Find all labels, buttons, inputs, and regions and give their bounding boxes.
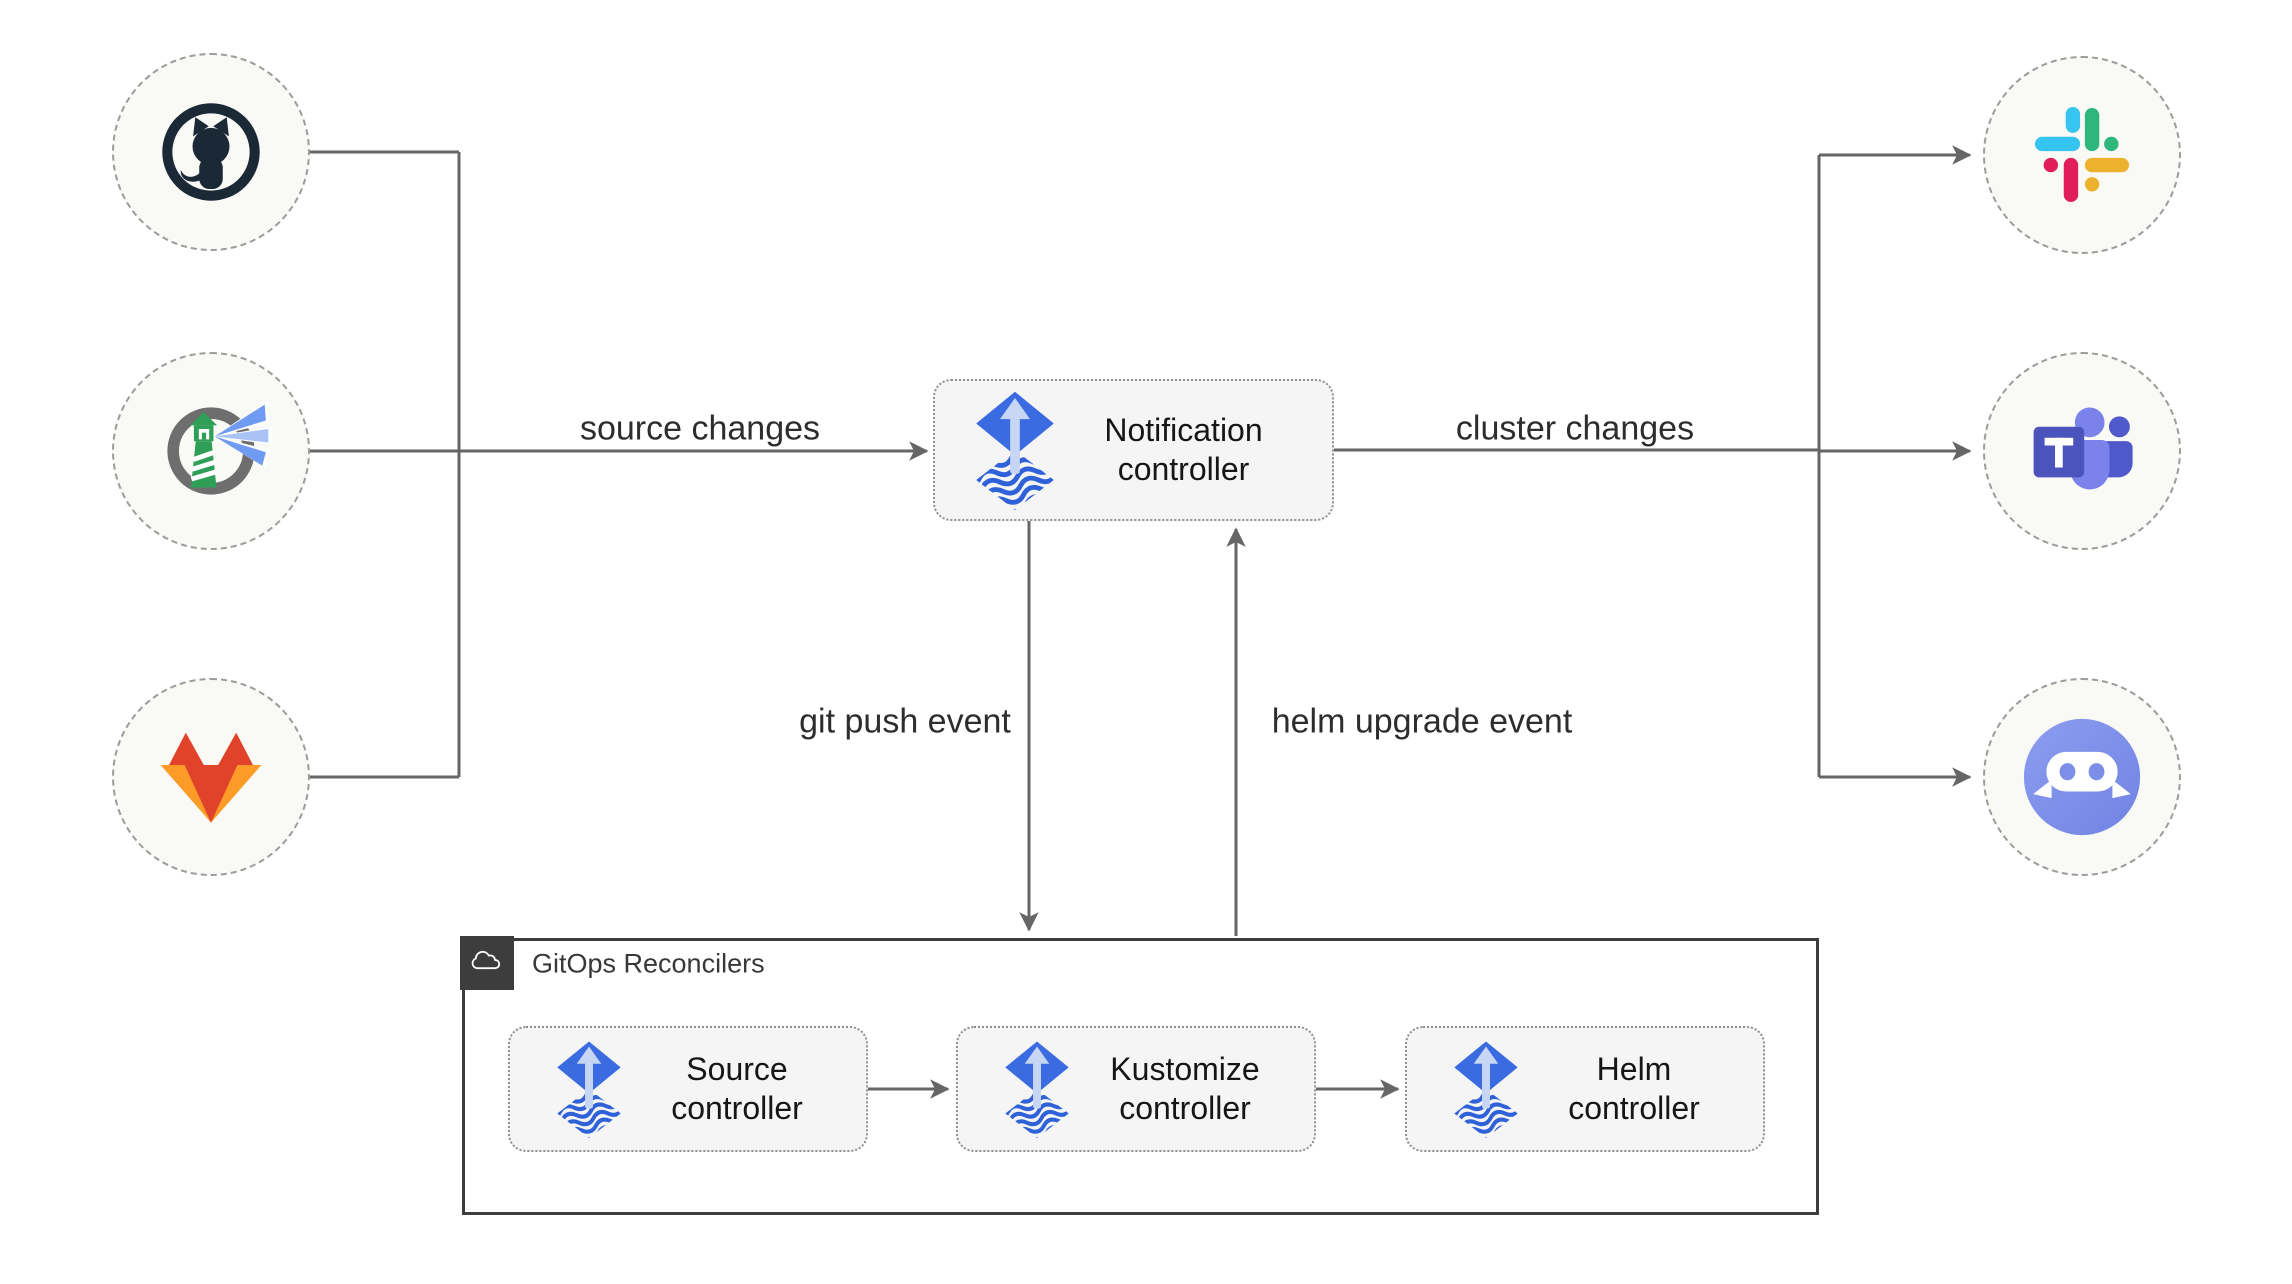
- cloud-icon: [469, 948, 505, 979]
- node-source-controller: Source controller: [508, 1026, 868, 1152]
- helm-controller-label: Helm controller: [1568, 1050, 1700, 1126]
- edge-label-helm-upgrade-event: helm upgrade event: [1271, 702, 1573, 741]
- gitops-reconcilers-group: [462, 938, 1819, 1215]
- node-teams: [1983, 352, 2181, 550]
- node-helm-controller: Helm controller: [1405, 1026, 1765, 1152]
- edge-label-source-changes: source changes: [579, 409, 821, 448]
- flux-icon: [1000, 1040, 1074, 1138]
- node-harbor: [112, 352, 310, 550]
- node-gitlab: [112, 678, 310, 876]
- gitops-reconcilers-label: GitOps Reconcilers: [532, 948, 765, 979]
- teams-icon: [2027, 396, 2137, 506]
- gitops-reconcilers-badge: [460, 936, 514, 990]
- node-kustomize-controller: Kustomize controller: [956, 1026, 1316, 1152]
- flux-icon: [969, 390, 1061, 510]
- discord-icon: [2016, 711, 2148, 843]
- gitlab-icon: [151, 717, 271, 837]
- flux-icon: [1449, 1040, 1523, 1138]
- edge-label-cluster-changes: cluster changes: [1455, 409, 1695, 448]
- edge-label-git-push-event: git push event: [799, 702, 1011, 741]
- flux-icon: [552, 1040, 626, 1138]
- harbor-icon: [150, 390, 272, 512]
- kustomize-controller-label: Kustomize controller: [1110, 1050, 1260, 1126]
- source-controller-label: Source controller: [671, 1050, 803, 1126]
- node-notification-controller: Notification controller: [933, 379, 1334, 521]
- slack-icon: [2034, 107, 2130, 203]
- notification-controller-label: Notification controller: [1104, 411, 1263, 487]
- node-github: [112, 53, 310, 251]
- node-slack: [1983, 56, 2181, 254]
- node-discord: [1983, 678, 2181, 876]
- github-icon: [155, 96, 267, 208]
